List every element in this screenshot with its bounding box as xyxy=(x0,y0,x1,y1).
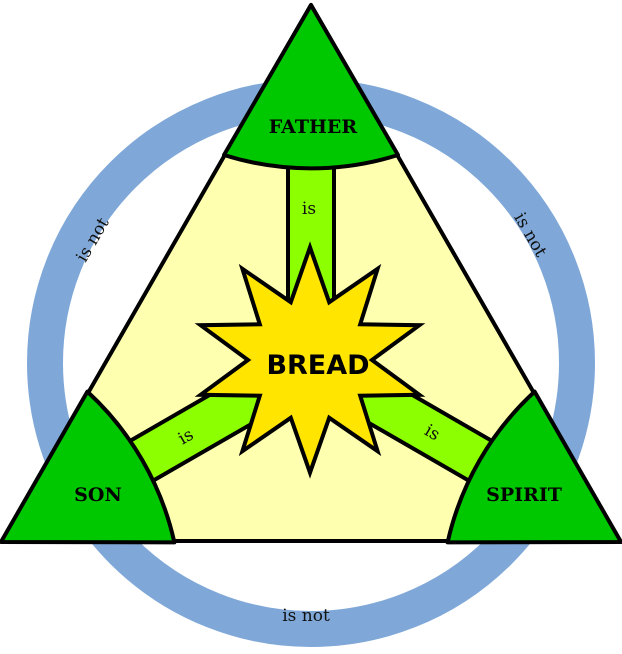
is-label-father: is xyxy=(302,199,316,219)
father-corner xyxy=(222,3,400,171)
spirit-label: SPIRIT xyxy=(486,484,562,506)
spirit-corner xyxy=(445,389,622,545)
bread-star xyxy=(194,241,426,479)
bread-label: BREAD xyxy=(266,350,369,381)
son-label: SON xyxy=(74,484,122,506)
son-corner xyxy=(0,389,177,545)
is-not-label-bottom: is not xyxy=(282,606,330,626)
father-label: FATHER xyxy=(269,116,358,138)
